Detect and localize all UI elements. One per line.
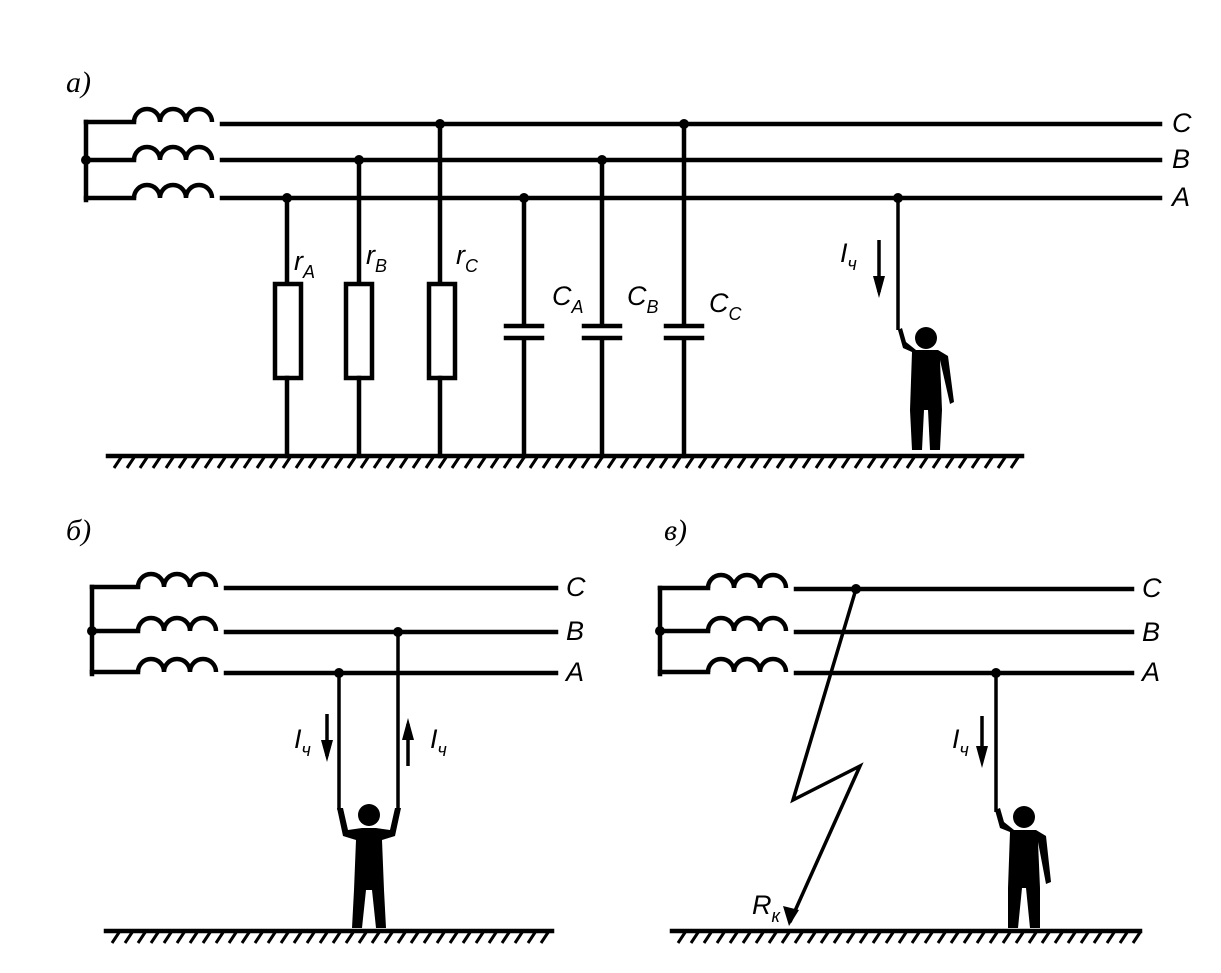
panel-v-label: в) — [664, 514, 687, 547]
b-current-left-arrow — [321, 714, 333, 762]
ground-hatching-b — [110, 930, 551, 944]
v-current-main: I — [952, 724, 960, 754]
svg-text:CB: CB — [627, 281, 659, 317]
b-current-left-main: I — [294, 724, 302, 754]
cb-sub: B — [647, 297, 659, 317]
capacitor-ca: CA — [503, 193, 584, 459]
svg-text:Iч: Iч — [952, 724, 969, 760]
ra-main: r — [294, 246, 304, 276]
b-current-right-main: I — [430, 724, 438, 754]
resistor-ra: rA — [272, 193, 315, 459]
cc-sub: C — [729, 304, 743, 324]
svg-text:rB: rB — [366, 240, 387, 276]
current-sub: ч — [848, 254, 857, 274]
ground-hatching-v — [676, 930, 1143, 944]
v-current-sub: ч — [960, 740, 969, 760]
ca-main: C — [552, 281, 572, 311]
winding-b — [134, 147, 212, 160]
rc-sub: C — [465, 256, 479, 276]
v-phase-c-label: C — [1142, 573, 1162, 603]
person-figure — [898, 327, 954, 450]
ca-sub: A — [571, 297, 584, 317]
panel-a-label: а) — [66, 66, 91, 99]
winding-a — [134, 185, 212, 198]
svg-text:Iч: Iч — [430, 724, 447, 760]
svg-text:CC: CC — [709, 288, 743, 324]
current-main: I — [840, 238, 848, 268]
panel-b-label: б) — [66, 514, 91, 547]
panel-a: а) C B A rA rB — [66, 66, 1192, 459]
phase-a-label: A — [1170, 182, 1190, 212]
phase-c-label: C — [1172, 108, 1192, 138]
b-phase-b-label: B — [566, 616, 584, 646]
b-phase-a-label: A — [564, 657, 584, 687]
v-person-figure — [995, 806, 1051, 928]
b-person-figure — [337, 804, 401, 928]
svg-text:Iч: Iч — [840, 238, 857, 274]
rb-sub: B — [375, 256, 387, 276]
fault-main: R — [752, 890, 772, 920]
b-phase-c-label: C — [566, 572, 586, 602]
fault-sub: к — [772, 906, 782, 926]
current-arrow — [873, 240, 885, 298]
svg-text:Rк: Rк — [752, 890, 782, 926]
svg-text:rC: rC — [456, 240, 479, 276]
winding-c — [134, 109, 212, 122]
b-current-right-sub: ч — [438, 740, 447, 760]
cc-main: C — [709, 288, 729, 318]
capacitor-cb: CB — [581, 155, 659, 459]
svg-text:CA: CA — [552, 281, 584, 317]
ground-hatching-a — [112, 455, 1021, 469]
v-phase-b-label: B — [1142, 617, 1160, 647]
resistor-rc: rC — [426, 119, 479, 459]
v-phase-a-label: A — [1140, 657, 1160, 687]
resistor-rb: rB — [343, 155, 387, 459]
fault-to-ground — [783, 588, 864, 926]
svg-text:Iч: Iч — [294, 724, 311, 760]
cb-main: C — [627, 281, 647, 311]
ra-sub: A — [302, 262, 315, 282]
panel-b: б) C B A Iч Iч — [66, 514, 586, 934]
svg-text:rA: rA — [294, 246, 315, 282]
b-current-left-sub: ч — [302, 740, 311, 760]
capacitor-cc: CC — [663, 119, 743, 459]
phase-b-label: B — [1172, 144, 1190, 174]
v-current-arrow — [976, 716, 988, 768]
rc-main: r — [456, 240, 466, 270]
panel-v: в) C B A Rк Iч — [655, 514, 1162, 934]
rb-main: r — [366, 240, 376, 270]
b-current-right-arrow — [402, 718, 414, 766]
